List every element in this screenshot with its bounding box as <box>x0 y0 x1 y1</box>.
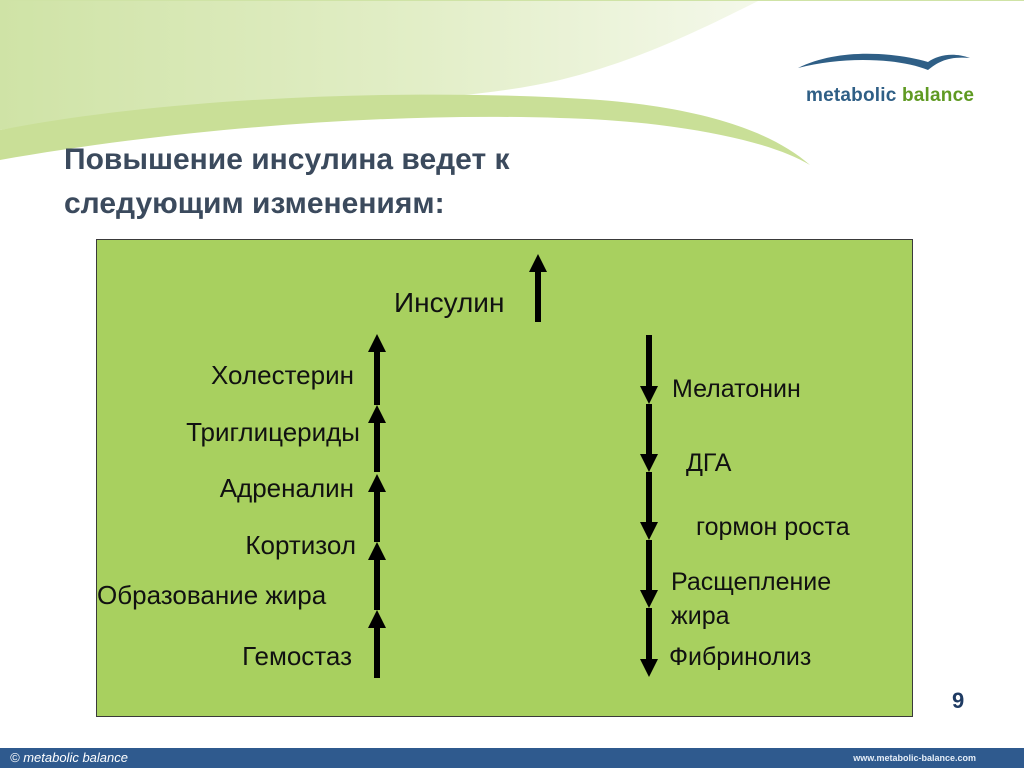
company-logo: metabolic balance <box>798 50 978 112</box>
logo-text: metabolic balance <box>806 85 974 107</box>
footer-bar: © metabolic balance www.metabolic-balanc… <box>0 748 1024 768</box>
left-up-arrow-1 <box>368 334 386 405</box>
title-line-2: следующим изменениям: <box>64 187 445 220</box>
left-up-arrow-4 <box>368 542 386 610</box>
decrease-item-1: Мелатонин <box>672 375 801 403</box>
footer-copyright: © metabolic balance <box>10 750 128 765</box>
right-down-arrow-5 <box>640 608 658 677</box>
left-up-arrow-3 <box>368 474 386 542</box>
left-up-arrow-2 <box>368 405 386 472</box>
insulin-label: Инсулин <box>394 287 505 318</box>
increase-item-2: Триглицериды <box>186 417 360 447</box>
diagram-panel: Инсулин Холестерин Триглицериды Адренали… <box>96 239 913 717</box>
increase-item-1: Холестерин <box>211 360 354 390</box>
decrease-item-3: гормон роста <box>696 513 850 541</box>
decrease-item-6: Фибринолиз <box>669 643 812 671</box>
logo-word-balance: balance <box>901 85 975 106</box>
insulin-up-arrow <box>529 254 547 322</box>
decrease-item-4: Расщепление <box>671 568 832 596</box>
right-down-arrow-3 <box>640 472 658 540</box>
increase-item-4: Кортизол <box>245 530 356 560</box>
slide-title: Повышение инсулина ведет к следующим изм… <box>64 138 684 226</box>
right-down-arrow-4 <box>640 540 658 608</box>
increase-item-6: Гемостаз <box>242 641 352 671</box>
increase-item-5: Образование жира <box>97 580 327 610</box>
increase-item-3: Адреналин <box>219 473 354 503</box>
logo-word-metabolic: metabolic <box>806 85 897 106</box>
left-up-arrow-5 <box>368 610 386 678</box>
decrease-item-2: ДГА <box>686 449 732 477</box>
right-down-arrow-1 <box>640 335 658 404</box>
title-line-1: Повышение инсулина ведет к <box>64 143 510 176</box>
arrows-layer <box>368 254 658 678</box>
right-down-arrow-2 <box>640 404 658 472</box>
footer-url: www.metabolic-balance.com <box>853 753 976 763</box>
logo-wave-icon <box>798 53 970 70</box>
decrease-item-5: жира <box>671 602 730 630</box>
page-number: 9 <box>952 688 965 713</box>
